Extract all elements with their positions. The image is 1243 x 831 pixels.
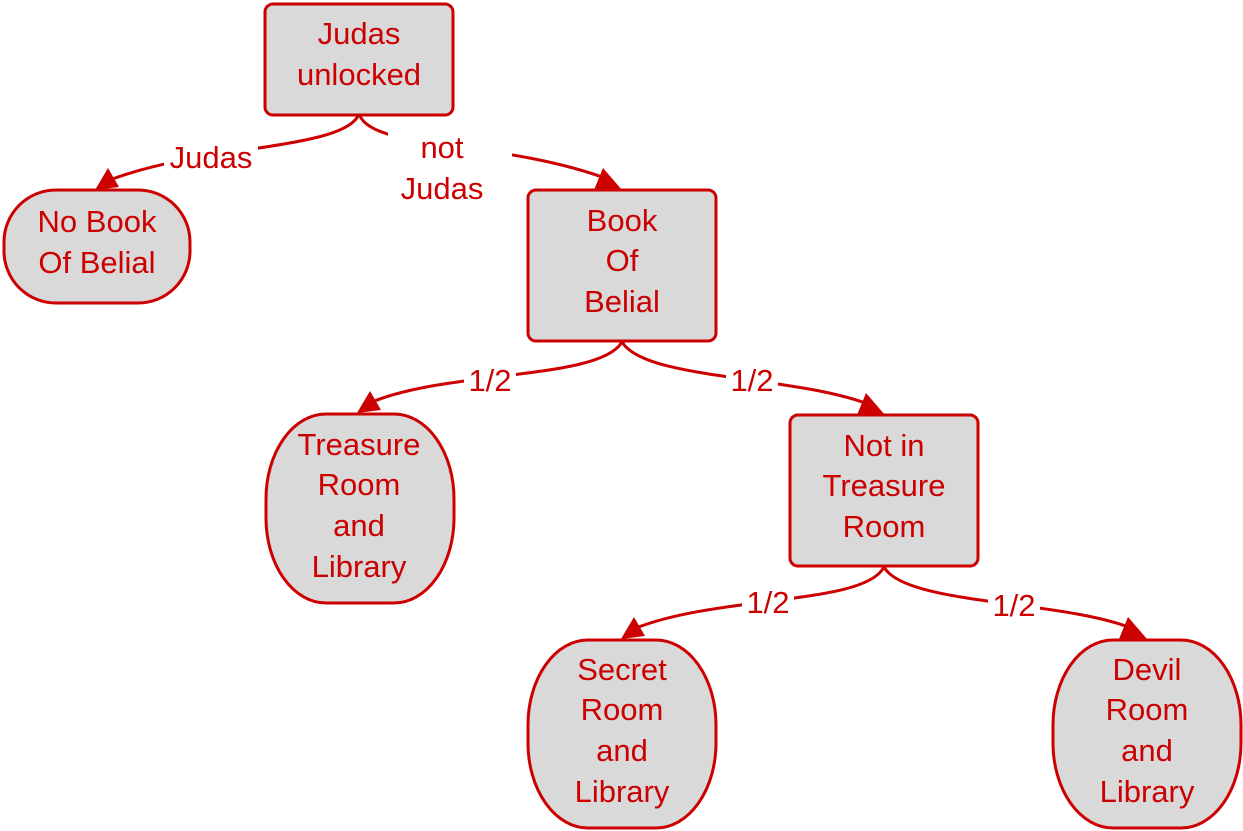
node-text: Of [606, 243, 639, 278]
node-text: Judas [318, 16, 401, 51]
edge-label-text: Judas [401, 171, 484, 206]
edge-label-text: 1/2 [992, 588, 1035, 623]
node-text: Room [843, 509, 926, 544]
node-secret-room-and-library: Secret Room and Library [526, 638, 718, 830]
node-text: Devil [1113, 652, 1182, 687]
node-text: and [596, 733, 648, 768]
node-book-of-belial: Book Of Belial [526, 188, 718, 343]
edge-label-text: 1/2 [746, 585, 789, 620]
edge-label-text: Judas [170, 140, 253, 175]
arrow-head [95, 168, 119, 190]
edge-label-text: 1/2 [468, 363, 511, 398]
node-text: Room [318, 467, 401, 502]
edge-label-not-treasure-to-secret: 1/2 [742, 585, 794, 620]
node-text: Room [581, 692, 664, 727]
node-no-book-of-belial: No Book Of Belial [2, 188, 192, 305]
node-text: Secret [577, 652, 667, 687]
arrow-head [357, 391, 381, 413]
node-text: Treasure [823, 468, 946, 503]
node-judas-unlocked: Judas unlocked [263, 2, 455, 117]
node-text: Library [1100, 774, 1195, 809]
node-text: Belial [584, 284, 660, 319]
node-text: No Book [38, 204, 157, 239]
arrow-head [621, 617, 645, 639]
node-text: Not in [844, 428, 925, 463]
node-text: and [333, 508, 385, 543]
edge-label-text: 1/2 [730, 363, 773, 398]
edge-judas [95, 115, 360, 190]
arrow-head [1119, 617, 1147, 639]
arrow-head [857, 393, 885, 415]
node-devil-room-and-library: Devil Room and Library [1051, 638, 1243, 830]
node-text: Of Belial [38, 245, 155, 280]
edge-label-book-to-treasure: 1/2 [464, 363, 516, 398]
edge-label-not-judas: not Judas [388, 128, 512, 208]
node-treasure-room-and-library: Treasure Room and Library [264, 412, 456, 605]
edge-book-to-not-treasure [620, 341, 885, 415]
edge-label-not-treasure-to-devil: 1/2 [988, 588, 1040, 623]
edge-label-judas: Judas [164, 140, 258, 176]
node-text: Treasure [298, 427, 421, 462]
node-text: Library [312, 549, 407, 584]
node-text: unlocked [297, 57, 421, 92]
node-not-in-treasure-room: Not in Treasure Room [788, 413, 980, 568]
node-text: Room [1106, 692, 1189, 727]
node-text: Book [587, 203, 658, 238]
arrow-head [594, 168, 622, 190]
edge-book-to-treasure [357, 341, 624, 413]
node-text: Library [575, 774, 670, 809]
edge-label-text: not [420, 130, 463, 165]
edge-label-book-to-not-treasure: 1/2 [726, 363, 778, 398]
node-text: and [1121, 733, 1173, 768]
